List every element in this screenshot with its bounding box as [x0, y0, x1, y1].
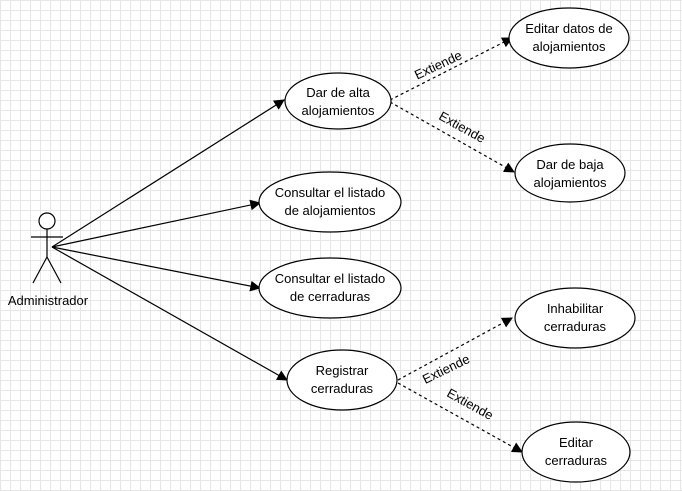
- usecase-editar-datos[interactable]: Editar datos de alojamientos: [508, 7, 630, 69]
- usecase-label-line2: cerraduras: [545, 453, 608, 468]
- extend-label-4: Extiende: [444, 385, 496, 423]
- association-registrar: [51, 246, 288, 381]
- extend-label-2: Extiende: [436, 108, 488, 146]
- usecase-label-line1: Dar de baja: [536, 157, 604, 172]
- extend-label-3: Extiende: [420, 351, 472, 387]
- usecase-label-line2: cerraduras: [544, 319, 607, 334]
- usecase-label-line1: Editar: [559, 435, 594, 450]
- usecase-editar-cerraduras[interactable]: Editar cerraduras: [521, 421, 631, 483]
- usecase-label-line2: alojamientos: [534, 175, 607, 190]
- usecase-label-line1: Inhabilitar: [547, 301, 604, 316]
- association-alta: [51, 99, 285, 248]
- usecase-label-line1: Registrar: [316, 363, 369, 378]
- usecase-dar-de-baja[interactable]: Dar de baja alojamientos: [514, 143, 626, 203]
- usecase-label-line2: de alojamientos: [284, 203, 376, 218]
- extend-inhabilitar: [397, 317, 513, 381]
- association-consultar-cerraduras: [51, 246, 262, 292]
- usecase-label-line2: de cerraduras: [290, 289, 371, 304]
- association-consultar-alojamientos: [51, 199, 262, 248]
- actor-leg-right: [46, 256, 62, 284]
- usecase-label-line2: alojamientos: [302, 103, 375, 118]
- usecase-inhabilitar-cerraduras[interactable]: Inhabilitar cerraduras: [514, 287, 636, 349]
- actor-administrador[interactable]: Administrador: [8, 212, 89, 308]
- extend-editar-datos: [389, 37, 513, 101]
- usecase-label-line1: Dar de alta: [306, 85, 370, 100]
- usecase-consultar-cerraduras[interactable]: Consultar el listado de cerraduras: [258, 257, 402, 319]
- extend-label-1: Extiende: [412, 47, 464, 82]
- usecase-dar-de-alta[interactable]: Dar de alta alojamientos: [284, 72, 392, 130]
- usecase-label-line2: cerraduras: [311, 381, 374, 396]
- actor-label: Administrador: [8, 293, 89, 308]
- usecase-registrar-cerraduras[interactable]: Registrar cerraduras: [286, 349, 398, 411]
- usecase-label-line1: Consultar el listado: [275, 271, 386, 286]
- actor-leg-left: [32, 256, 48, 284]
- usecase-label-line1: Consultar el listado: [275, 185, 386, 200]
- usecase-consultar-alojamientos[interactable]: Consultar el listado de alojamientos: [258, 171, 402, 233]
- usecase-label-line2: alojamientos: [533, 39, 606, 54]
- actor-head: [38, 212, 56, 230]
- usecase-label-line1: Editar datos de: [525, 21, 612, 36]
